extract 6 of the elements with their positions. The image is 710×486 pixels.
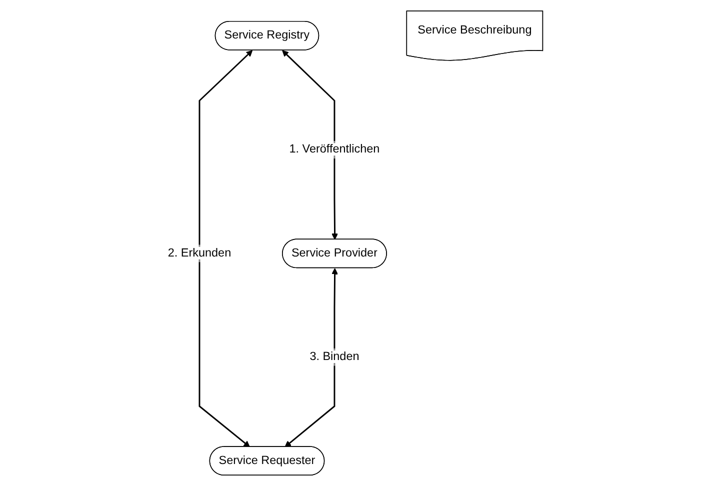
edge-label: 2. Erkunden xyxy=(168,246,231,260)
edge-label: 3. Binden xyxy=(309,350,359,363)
arrow xyxy=(282,50,338,240)
arrow xyxy=(198,50,252,448)
edge-label: 1. Veröffentlichen xyxy=(288,143,380,156)
arrow xyxy=(284,268,338,448)
